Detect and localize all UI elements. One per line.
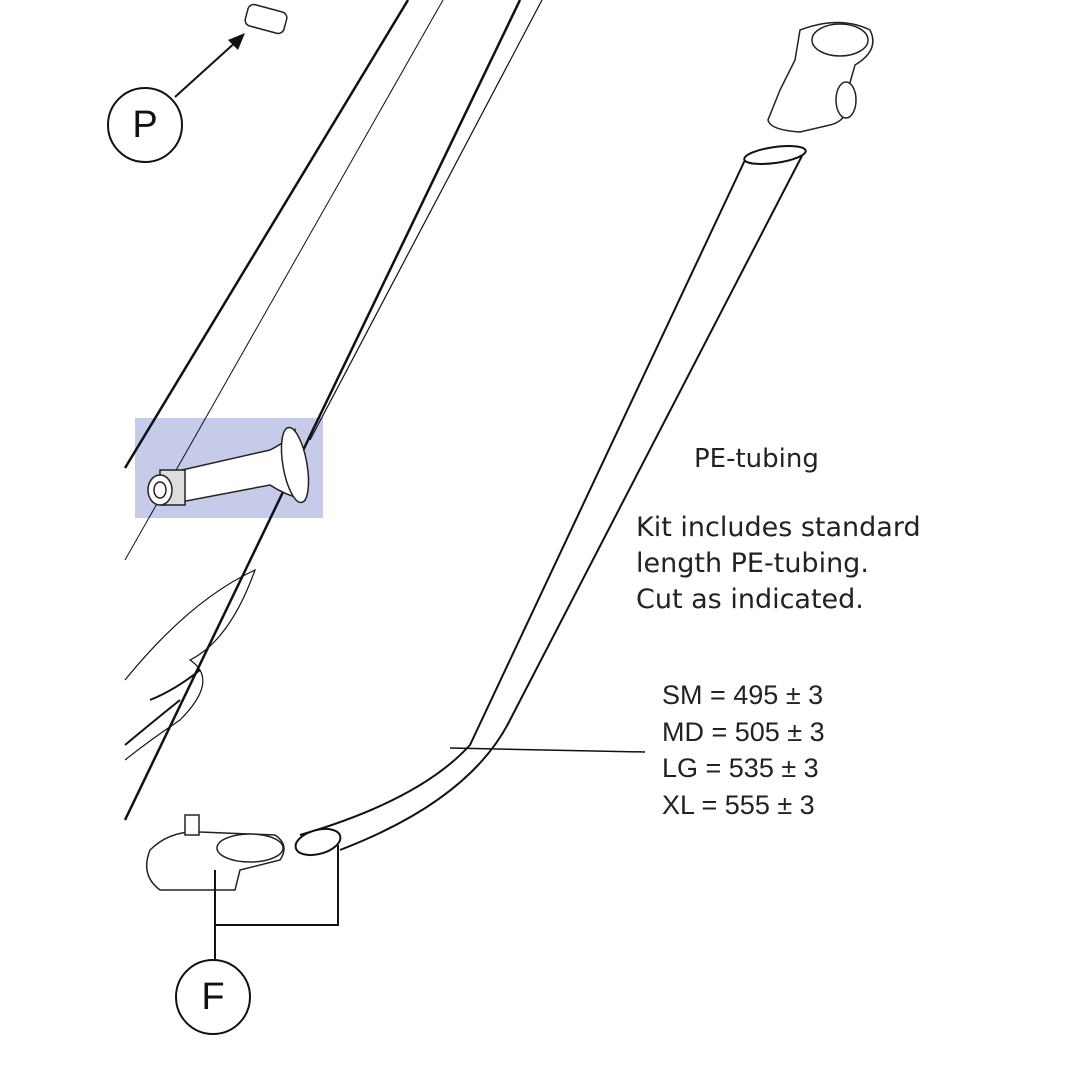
size-lg: LG = 535 ± 3	[662, 753, 819, 783]
tubing-title: PE-tubing	[694, 444, 819, 474]
pe-tubing	[294, 144, 807, 857]
bottom-cable-port-icon	[145, 814, 285, 891]
thru-axle-bushing-icon	[147, 426, 310, 506]
size-leader-line	[449, 747, 646, 753]
size-lengths-list: SM = 495 ± 3 MD = 505 ± 3 LG = 535 ± 3 X…	[662, 677, 825, 823]
callout-f-circle	[175, 959, 251, 1035]
small-plug-icon	[244, 3, 288, 35]
size-xl: XL = 555 ± 3	[662, 789, 815, 820]
f-bracket	[214, 845, 339, 960]
tubing-note: Kit includes standard length PE-tubing. …	[636, 510, 921, 618]
p-arrowhead-icon	[228, 33, 245, 50]
size-md: MD = 505 ± 3	[662, 716, 825, 747]
top-cable-port-icon	[767, 21, 874, 133]
p-arrow	[174, 39, 239, 98]
note-line: Cut as indicated.	[636, 584, 864, 615]
callout-p: P	[132, 103, 158, 146]
note-line: length PE-tubing.	[636, 548, 869, 579]
callout-f: F	[201, 975, 225, 1018]
size-sm: SM = 495 ± 3	[662, 680, 824, 710]
note-line: Kit includes standard	[636, 512, 921, 543]
callout-p-circle	[107, 87, 183, 163]
frame-outline	[123, 0, 543, 821]
